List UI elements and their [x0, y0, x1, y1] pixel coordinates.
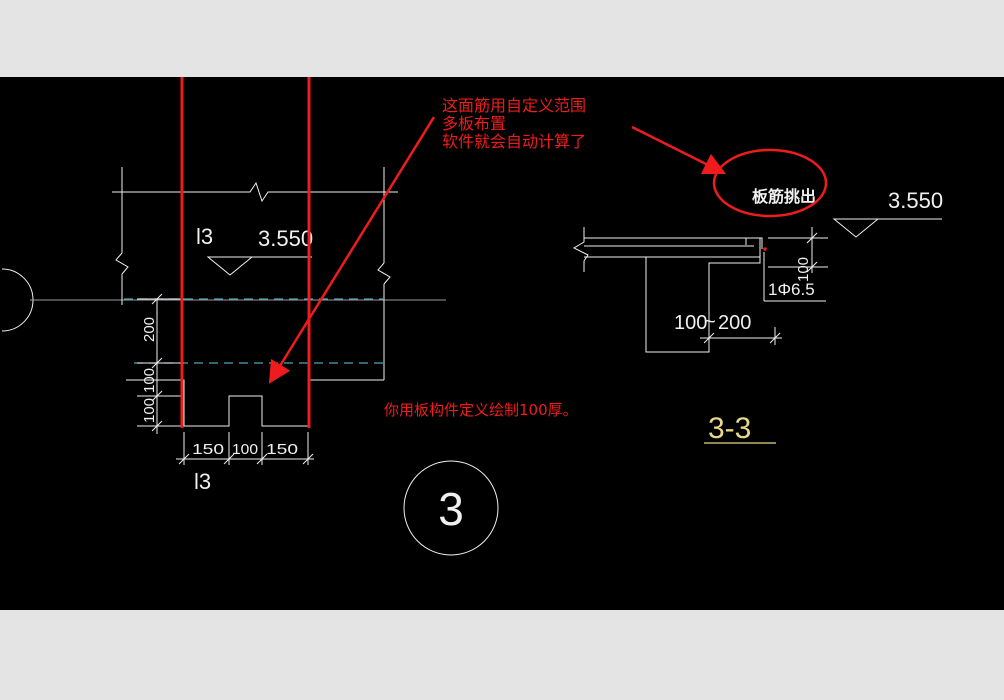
dim-v-100-upper: 100 [141, 368, 158, 393]
red-annotations: 这面筋用自定义范围 多板布置 软件就会自动计算了 你用板构件定义绘制100厚。 [268, 96, 727, 419]
dim-h-150-right: 150 [266, 441, 298, 458]
detail-bubble: 3 [403, 460, 499, 556]
annotation-arrow-right [631, 125, 727, 175]
section-elevation-triangle [832, 218, 880, 238]
dim-v-200: 200 [141, 317, 158, 342]
annotation-arrow-left [268, 116, 436, 384]
dim-h-100: 100 [232, 441, 258, 458]
grid-bubble-partial [1, 268, 34, 332]
section-3-3: 100 3.550 1Φ6.5 100 ~ 200 板筋挑出 3-3 [572, 148, 943, 445]
cad-drawing: l3 3.550 200 100 100 150 100 150 l3 [1, 51, 943, 556]
elevation-value: 3.550 [258, 226, 313, 251]
section-dim-side: 100 [795, 257, 812, 282]
section-elevation-value: 3.550 [888, 188, 943, 213]
cad-drawing-canvas[interactable]: l3 3.550 200 100 100 150 100 150 l3 [0, 51, 1004, 610]
section-title: 3-3 [708, 412, 751, 445]
section-note: 板筋挑出 [752, 187, 816, 206]
section-dim-bottom-b: 200 [718, 312, 751, 334]
elevation-triangle [206, 256, 254, 276]
beam-profile [126, 379, 384, 427]
annotation-bottom-note: 你用板构件定义绘制100厚。 [384, 401, 578, 419]
annotation-line-1: 这面筋用自定义范围 [442, 96, 586, 115]
rebar-callout: 1Φ6.5 [768, 280, 815, 299]
red-highlight-ellipse [712, 148, 828, 218]
elevation-tag: l3 [196, 224, 213, 249]
annotation-line-3: 软件就会自动计算了 [442, 132, 586, 151]
left-detail: l3 3.550 200 100 100 150 100 150 l3 [1, 51, 446, 494]
annotation-line-2: 多板布置 [442, 114, 506, 133]
section-dim-bottom-a: 100 [674, 312, 707, 334]
top-break-line [112, 181, 398, 203]
bottom-tag: l3 [194, 469, 211, 494]
dim-v-100-lower: 100 [141, 398, 158, 423]
detail-bubble-number: 3 [438, 483, 464, 535]
svg-text:~: ~ [704, 311, 716, 333]
dim-h-150-left: 150 [192, 441, 224, 458]
